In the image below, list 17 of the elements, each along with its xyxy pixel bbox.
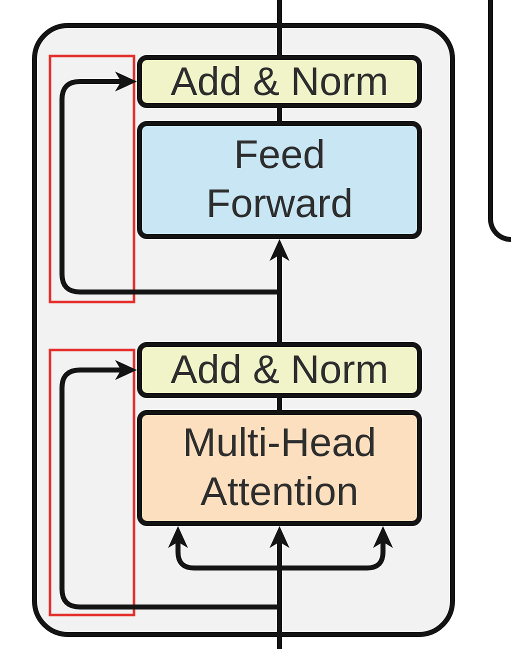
- arrow: [168, 526, 280, 570]
- arrow: [280, 526, 393, 570]
- arrow: [60, 360, 280, 610]
- layer-box: [137, 55, 422, 108]
- block-panel: [488, 0, 511, 242]
- layer-box: [137, 121, 422, 239]
- layer-box: [137, 410, 422, 526]
- connector-line: [277, 108, 282, 121]
- layer-label: Multi-Head Attention: [182, 420, 378, 516]
- block-panel: [32, 23, 455, 637]
- connector-line: [277, 0, 282, 55]
- layer-label: Feed Forward: [205, 132, 354, 228]
- layer-label: Add & Norm: [170, 60, 388, 104]
- layer-label: Add & Norm: [170, 348, 388, 392]
- layer-box: [137, 342, 422, 398]
- arrow: [270, 526, 290, 649]
- connector-line: [277, 398, 282, 410]
